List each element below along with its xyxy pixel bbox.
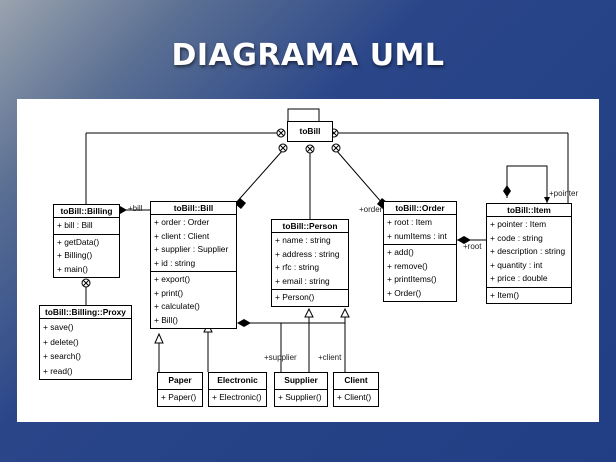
attribute: + rfc : string [275,262,319,272]
role-label-supplier: +supplier [264,353,297,362]
attribute: + root : Item [387,217,432,227]
operation: + main() [57,263,88,274]
operation: + remove() [387,260,428,271]
class-billing-proxy: toBill::Billing::Proxy + save() + delete… [39,305,132,380]
class-tobill: toBill [287,121,333,142]
operation: + Supplier() [278,392,322,402]
operation: + search() [43,351,81,361]
operation: + Bill() [154,314,178,325]
class-name: toBill [299,126,321,136]
slide-title: DIAGRAMA UML [171,38,445,73]
attribute: + pointer : Item [490,219,547,229]
operation: + read() [43,365,73,376]
role-label-bill: +bill [128,204,143,213]
class-name: toBill::Bill [151,202,236,215]
operation: + Person() [275,292,315,302]
class-order: toBill::Order + root : Item + numItems :… [383,201,457,302]
class-name: Supplier [275,373,327,390]
class-name: Electronic [209,373,266,390]
class-name: toBill::Person [272,220,348,233]
operation: + export() [154,274,191,284]
class-supplier: Supplier + Supplier() [274,372,328,407]
class-paper: Paper + Paper() [157,372,203,407]
operation: + calculate() [154,301,200,311]
operation: + Electronic() [212,392,262,402]
class-name: toBill::Billing::Proxy [40,306,131,319]
operation: + print() [154,287,184,298]
class-person: toBill::Person + name : string + address… [271,219,349,307]
attribute: + address : string [275,248,340,259]
attribute: + code : string [490,232,543,243]
operation: + save() [43,322,74,332]
class-client: Client + Client() [333,372,379,407]
operation: + getData() [57,236,100,247]
attribute: + client : Client [154,230,210,241]
attribute: + id : string [154,257,196,268]
class-electronic: Electronic + Electronic() [208,372,267,407]
operation: + add() [387,247,414,257]
operation: + Billing() [57,250,93,260]
class-name: toBill::Order [384,202,456,215]
attribute: + quantity : int [490,259,543,270]
attribute: + email : string [275,275,330,286]
operation: + printItems() [387,274,437,284]
class-name: toBill::Item [487,204,571,217]
class-name: toBill::Billing [54,205,119,218]
attribute: + description : string [490,246,566,256]
attribute: + price : double [490,273,548,283]
operation: + Item() [490,289,520,300]
class-billing: toBill::Billing + bill : Bill + getData(… [53,204,120,278]
operation: + Order() [387,287,422,298]
role-label-client: +client [318,353,342,362]
role-label-pointer: +pointer [549,189,579,198]
class-name: Client [334,373,378,390]
operation: + Paper() [161,392,197,402]
class-name: Paper [158,373,202,390]
attribute: + numItems : int [387,230,447,241]
class-item: toBill::Item + pointer : Item + code : s… [486,203,572,304]
attribute: + name : string [275,235,331,245]
attribute: + bill : Bill [57,220,93,230]
operation: + delete() [43,336,79,347]
operation: + Client() [337,392,372,402]
role-label-root: +root [463,242,482,251]
class-bill: toBill::Bill + order : Order + client : … [150,201,237,329]
attribute: + supplier : Supplier [154,244,229,254]
attribute: + order : Order [154,217,210,227]
role-label-order: +order [359,205,383,214]
